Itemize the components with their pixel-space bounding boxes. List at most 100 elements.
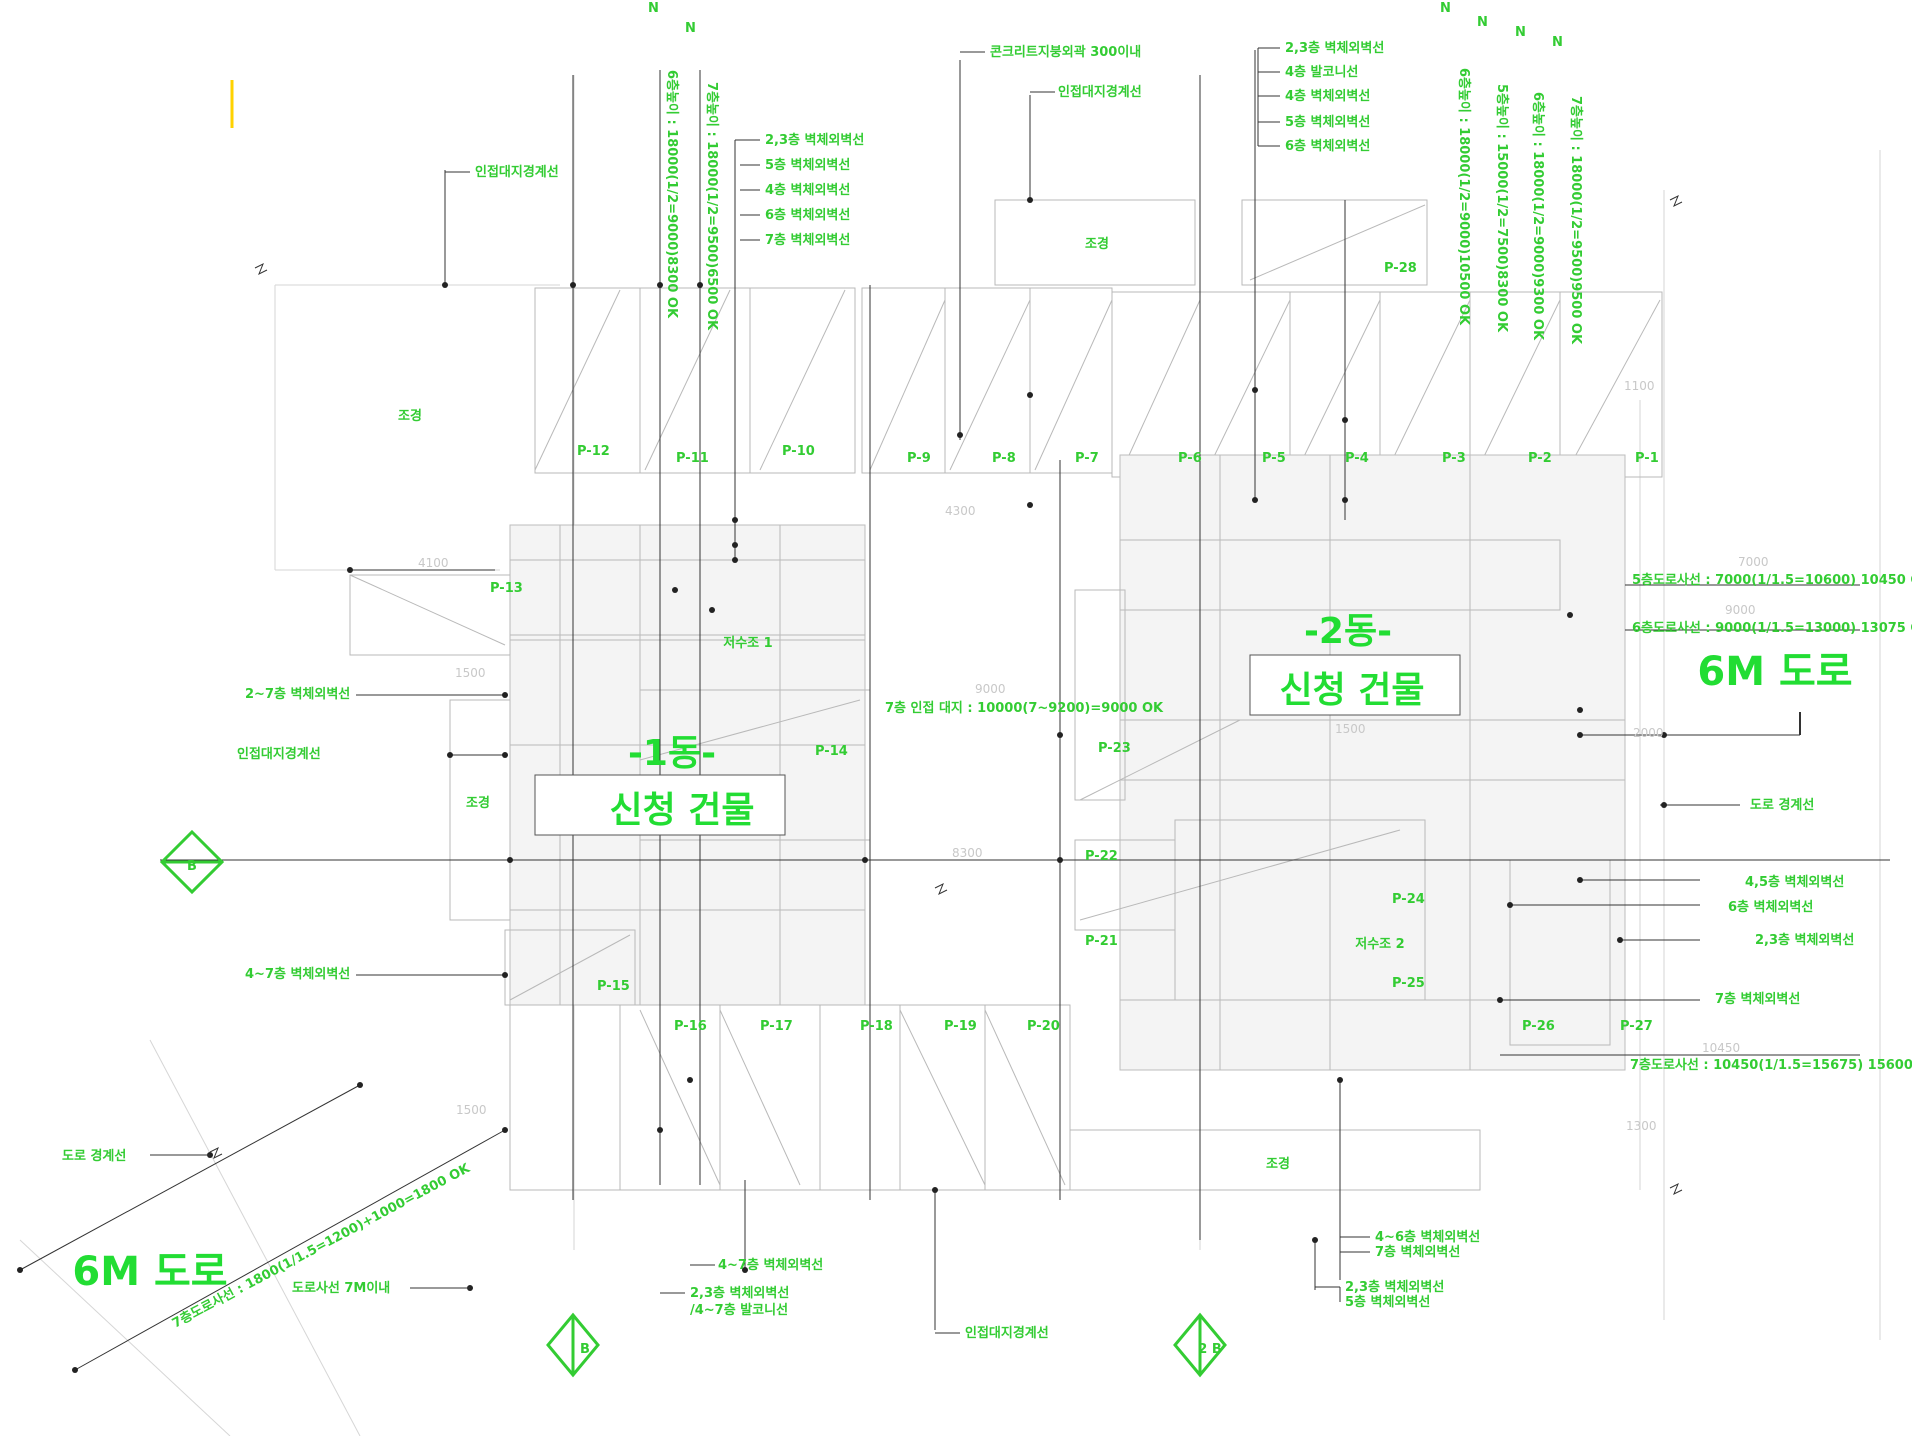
height-label-vertical: 6층높이 : 18000(1/2=9000)8300 OK bbox=[664, 70, 680, 319]
dimension-value: 8300 bbox=[952, 846, 983, 860]
height-label-vertical: 5층높이 : 15000(1/2=7500)8300 OK bbox=[1494, 84, 1510, 333]
setback-label: 7층도로사선 : 1800(1/1.5=1200)+1000=1800 OK bbox=[169, 1160, 473, 1332]
parking-number: P-25 bbox=[1392, 976, 1425, 991]
parking-number: P-12 bbox=[577, 444, 610, 459]
dimension-value: 9000 bbox=[975, 682, 1006, 696]
dimension-value: 2000 bbox=[1633, 726, 1664, 740]
height-label-vertical: 6층높이 : 18000(1/2=9000)9300 OK bbox=[1530, 92, 1546, 341]
section-mark-text: B bbox=[187, 859, 197, 874]
adjacent-boundary-label: 인접대지경계선 bbox=[1058, 84, 1142, 100]
water-tank-label: 저수조 2 bbox=[1355, 937, 1404, 952]
parking-number: P-27 bbox=[1620, 1019, 1653, 1034]
wall-line-label: 4,5층 벽체외벽선 bbox=[1745, 874, 1844, 890]
bottom-parking-strip bbox=[509, 1004, 1481, 1191]
label-stack-top-left: 2,3층 벽체외벽선 5층 벽체외벽선 4층 벽체외벽선 6층 벽체외벽선 7층… bbox=[740, 132, 864, 248]
road-boundary-label: 도로 경계선 bbox=[1750, 797, 1814, 813]
label-stack-top-right: 2,3층 벽체외벽선 4층 발코니선 4층 벽체외벽선 5층 벽체외벽선 6층 … bbox=[1257, 40, 1384, 154]
north-mark: N bbox=[1515, 25, 1526, 40]
parking-numbers-top: P-1 P-2 P-3 P-4 P-5 P-6 P-7 P-8 P-9 P-10… bbox=[577, 444, 1659, 466]
wall-line-label: 4~7층 벽체외벽선 bbox=[718, 1257, 823, 1273]
label-stack-right: 4,5층 벽체외벽선 6층 벽체외벽선 2,3층 벽체외벽선 7층 벽체외벽선 … bbox=[885, 572, 1912, 1073]
parking-number: P-3 bbox=[1442, 451, 1466, 466]
parking-number: P-4 bbox=[1345, 451, 1369, 466]
road-label-left: 6M 도로 bbox=[72, 1249, 227, 1295]
dimension-value: 4100 bbox=[418, 556, 449, 570]
annotation-label: 2,3층 벽체외벽선 bbox=[1285, 40, 1384, 56]
water-tank-label: 저수조 1 bbox=[723, 636, 772, 651]
parking-number: P-8 bbox=[992, 451, 1016, 466]
adjacent-boundary-label: 인접대지경계선 bbox=[237, 746, 321, 762]
balcony-line-label: /4~7층 발코니선 bbox=[690, 1302, 788, 1318]
adjacent-boundary-label: 인접대지경계선 bbox=[965, 1325, 1049, 1341]
dimension-value: 7000 bbox=[1738, 555, 1769, 569]
annotation-label: 6층 벽체외벽선 bbox=[1285, 138, 1370, 154]
parking-number: P-28 bbox=[1384, 261, 1417, 276]
annotation-label: 4층 벽체외벽선 bbox=[1285, 88, 1370, 104]
sunlight-label: 7층 인접 대지 : 10000(7~9200)=9000 OK bbox=[885, 700, 1164, 716]
parking-number: P-7 bbox=[1075, 451, 1099, 466]
north-mark: N bbox=[1440, 1, 1451, 16]
setback-label: 5층도로사선 : 7000(1/1.5=10600) 10450 OK bbox=[1632, 572, 1912, 588]
wall-line-label: 4~6층 벽체외벽선 bbox=[1375, 1229, 1480, 1245]
top-parking-strip bbox=[534, 199, 1663, 478]
north-mark: N bbox=[1552, 35, 1563, 50]
section-mark-text: 2 B bbox=[1198, 1342, 1221, 1357]
parking-number: P-14 bbox=[815, 744, 848, 759]
annotation-label: 7층 벽체외벽선 bbox=[765, 232, 850, 248]
north-mark: N bbox=[1477, 15, 1488, 30]
landscape-label: 조경 bbox=[398, 408, 422, 424]
building-2-subtitle: 신청 건물 bbox=[1279, 670, 1424, 711]
landscape-label: 조경 bbox=[1085, 236, 1109, 252]
wall-line-label: 7층 벽체외벽선 bbox=[1375, 1244, 1460, 1260]
parking-number: P-23 bbox=[1098, 741, 1131, 756]
parking-number: P-20 bbox=[1027, 1019, 1060, 1034]
wall-line-label: 7층 벽체외벽선 bbox=[1715, 991, 1800, 1007]
dimension-value: 9000 bbox=[1725, 603, 1756, 617]
wall-line-label: 2,3층 벽체외벽선 bbox=[1345, 1279, 1444, 1295]
parking-number: P-1 bbox=[1635, 451, 1659, 466]
building-2-title: -2동- bbox=[1304, 611, 1392, 652]
building-1-footprint bbox=[504, 524, 871, 1006]
annotation-label: 2,3층 벽체외벽선 bbox=[765, 132, 864, 148]
parking-number: P-18 bbox=[860, 1019, 893, 1034]
section-marker-bottom-2: 2 B bbox=[1173, 1312, 1227, 1378]
parking-number: P-11 bbox=[676, 451, 709, 466]
wall-line-label: 2,3층 벽체외벽선 bbox=[690, 1285, 789, 1301]
annotation-label: 6층 벽체외벽선 bbox=[765, 207, 850, 223]
landscape-label: 조경 bbox=[1266, 1156, 1290, 1172]
height-label-vertical: 6층높이 : 18000(1/2=9000)10500 OK bbox=[1456, 68, 1472, 326]
dimension-value: 1500 bbox=[455, 666, 486, 680]
parking-number: P-26 bbox=[1522, 1019, 1555, 1034]
parking-numbers-other: P-13 P-14 P-15 P-16 P-17 P-18 P-19 P-20 … bbox=[490, 261, 1653, 1034]
building-1-subtitle: 신청 건물 bbox=[609, 790, 754, 831]
setback-label: 6층도로사선 : 9000(1/1.5=13000) 13075 OK bbox=[1632, 620, 1912, 636]
wall-line-label: 2,3층 벽체외벽선 bbox=[1755, 932, 1854, 948]
parking-number: P-22 bbox=[1085, 849, 1118, 864]
concrete-roof-label: 콘크리트지붕외곽 300이내 bbox=[990, 44, 1141, 60]
dimension-value: 1100 bbox=[1624, 379, 1655, 393]
dimension-value: 4300 bbox=[945, 504, 976, 518]
wall-line-label: 5층 벽체외벽선 bbox=[1345, 1294, 1430, 1310]
height-label-vertical: 7층높이 : 18000(1/2=9500)6500 OK bbox=[704, 82, 720, 331]
parking-number: P-13 bbox=[490, 581, 523, 596]
road-line-label: 도로사선 7M이내 bbox=[292, 1280, 390, 1296]
dimension-value: 1300 bbox=[1626, 1119, 1657, 1133]
annotation-label: 4층 벽체외벽선 bbox=[765, 182, 850, 198]
dimensions: 4100 1500 4300 9000 1500 7000 9000 10450… bbox=[418, 379, 1769, 1133]
annotation-label: 5층 벽체외벽선 bbox=[765, 157, 850, 173]
wall-line-label: 4~7층 벽체외벽선 bbox=[245, 966, 350, 982]
height-label-vertical: 7층높이 : 18000(1/2=9500)9500 OK bbox=[1568, 96, 1584, 345]
leader-dots bbox=[17, 197, 1667, 1373]
building-1-name-box bbox=[534, 774, 786, 836]
parking-number: P-9 bbox=[907, 451, 931, 466]
annotation-label: 4층 발코니선 bbox=[1285, 64, 1358, 80]
parking-number: P-10 bbox=[782, 444, 815, 459]
wall-line-label: 2~7층 벽체외벽선 bbox=[245, 686, 350, 702]
road-label-right: 6M 도로 bbox=[1697, 649, 1852, 695]
north-mark: N bbox=[685, 21, 696, 36]
adjacent-boundary-label: 인접대지경계선 bbox=[475, 164, 559, 180]
section-marker-left: B bbox=[159, 829, 225, 895]
label-stack-bottom-right: 4~6층 벽체외벽선 7층 벽체외벽선 2,3층 벽체외벽선 5층 벽체외벽선 bbox=[1315, 1229, 1480, 1310]
parking-number: P-24 bbox=[1392, 892, 1425, 907]
